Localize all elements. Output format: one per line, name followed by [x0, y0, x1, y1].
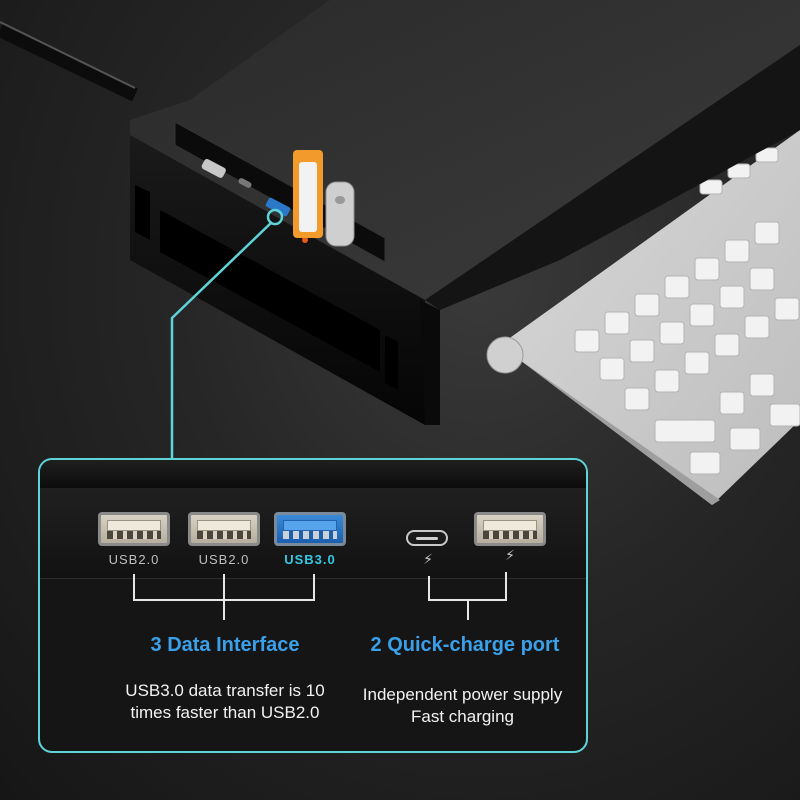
usb2-port-1: [98, 512, 170, 546]
usb2-label-2: USB2.0: [198, 552, 250, 567]
quick-charge-title: 2 Quick-charge port: [370, 634, 560, 656]
data-interface-desc-2: times faster than USB2.0: [130, 703, 320, 722]
usb2-port-2: [188, 512, 260, 546]
charging-bolt-icon: ⚡︎: [423, 552, 433, 568]
quick-charge-desc-2: Fast charging: [411, 707, 514, 726]
monitor-stand: [130, 0, 800, 425]
keyboard: [486, 130, 800, 505]
stand-edge-top: [40, 460, 586, 489]
cable: [0, 23, 139, 102]
usb3-label: USB3.0: [284, 552, 336, 567]
charge-usb-a-port: [474, 512, 546, 546]
data-interface-desc-1: USB3.0 data transfer is 10: [125, 681, 325, 700]
usb2-label-1: USB2.0: [108, 552, 160, 567]
usb3-port: [274, 512, 346, 546]
ports-callout-panel: USB2.0 USB2.0 USB3.0 ⚡︎ ⚡︎ 3 Data Interf…: [38, 458, 588, 753]
charging-bolt-icon: ⚡︎: [505, 548, 515, 564]
usb-c-charge-port: [406, 530, 448, 546]
cable-highlight: [0, 21, 136, 89]
callout-leader: [170, 208, 284, 458]
quick-charge-desc-1: Independent power supply: [362, 685, 563, 704]
usb-flash-drive-icon: [293, 150, 355, 247]
data-interface-title: 3 Data Interface: [150, 634, 300, 656]
bracket-lines: [133, 572, 507, 620]
